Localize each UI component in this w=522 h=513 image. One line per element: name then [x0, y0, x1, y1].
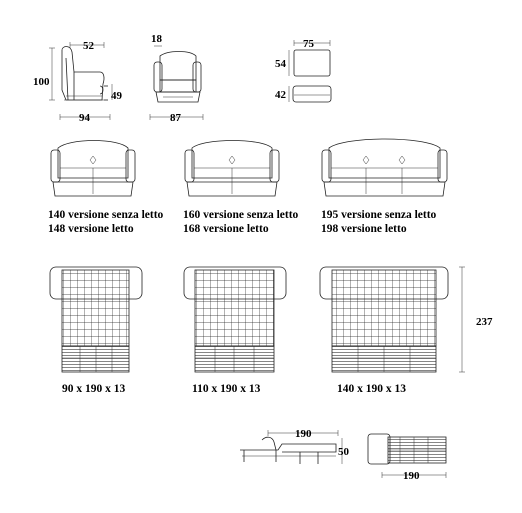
label-mechanism-length-top: 190 — [295, 428, 312, 440]
dimension-arm-width: 18 — [151, 33, 163, 47]
mechanism-top-view — [367, 433, 447, 465]
dimension-height: 100 — [33, 47, 55, 101]
sofa-160-caption-1: 160 versione senza letto — [183, 209, 299, 221]
label-pouf-height: 42 — [275, 89, 287, 101]
sofa-195-caption-1: 195 versione senza letto — [321, 209, 437, 221]
dimension-pouf-height: 42 — [275, 86, 290, 102]
dimension-seat-height: 49 — [111, 84, 123, 102]
label-front-width: 87 — [170, 112, 182, 124]
sofa-195 — [321, 138, 448, 197]
mechanism-side-view — [240, 436, 337, 464]
armchair-side-view — [61, 46, 108, 101]
armchair-front-view — [153, 51, 202, 103]
label-seat-height: 49 — [111, 90, 123, 102]
label-arm-width: 18 — [151, 33, 163, 45]
dimension-mechanism-length-bottom: 190 — [381, 470, 447, 482]
sofa-195-caption-2: 198 versione letto — [321, 223, 407, 235]
sofa-160-caption-2: 168 versione letto — [183, 223, 269, 235]
label-overall-depth: 94 — [79, 112, 91, 124]
label-pouf-depth: 54 — [275, 58, 287, 70]
pouf-front-view — [292, 85, 332, 103]
dimension-overall-depth: 94 — [59, 112, 111, 124]
bed-140 — [319, 266, 449, 373]
dimension-front-width: 87 — [149, 112, 204, 124]
label-height: 100 — [33, 76, 50, 88]
label-pouf-width: 75 — [303, 38, 315, 50]
dimension-bed-open-depth: 237 — [459, 266, 493, 373]
pouf-top-view — [293, 49, 331, 77]
bed-140-caption: 140 x 190 x 13 — [337, 383, 406, 395]
dimension-side-depth: 52 — [69, 40, 105, 52]
sofa-140 — [50, 140, 136, 197]
sofa-140-caption-2: 148 versione letto — [48, 223, 134, 235]
bed-90-caption: 90 x 190 x 13 — [62, 383, 126, 395]
label-side-depth: 52 — [83, 40, 95, 52]
dimension-pouf-depth: 54 — [275, 50, 290, 76]
label-mechanism-height: 50 — [338, 446, 350, 458]
bed-110 — [183, 266, 287, 373]
label-bed-open-depth: 237 — [476, 316, 493, 328]
bed-110-caption: 110 x 190 x 13 — [192, 383, 261, 395]
sofa-140-caption-1: 140 versione senza letto — [48, 209, 164, 221]
sofa-160 — [184, 140, 280, 197]
dimension-mechanism-height: 50 — [338, 438, 350, 464]
dimension-mechanism-length-top: 190 — [267, 428, 339, 440]
dimension-pouf-width: 75 — [293, 38, 331, 50]
label-mechanism-length-bottom: 190 — [403, 470, 420, 482]
bed-90 — [49, 266, 143, 373]
